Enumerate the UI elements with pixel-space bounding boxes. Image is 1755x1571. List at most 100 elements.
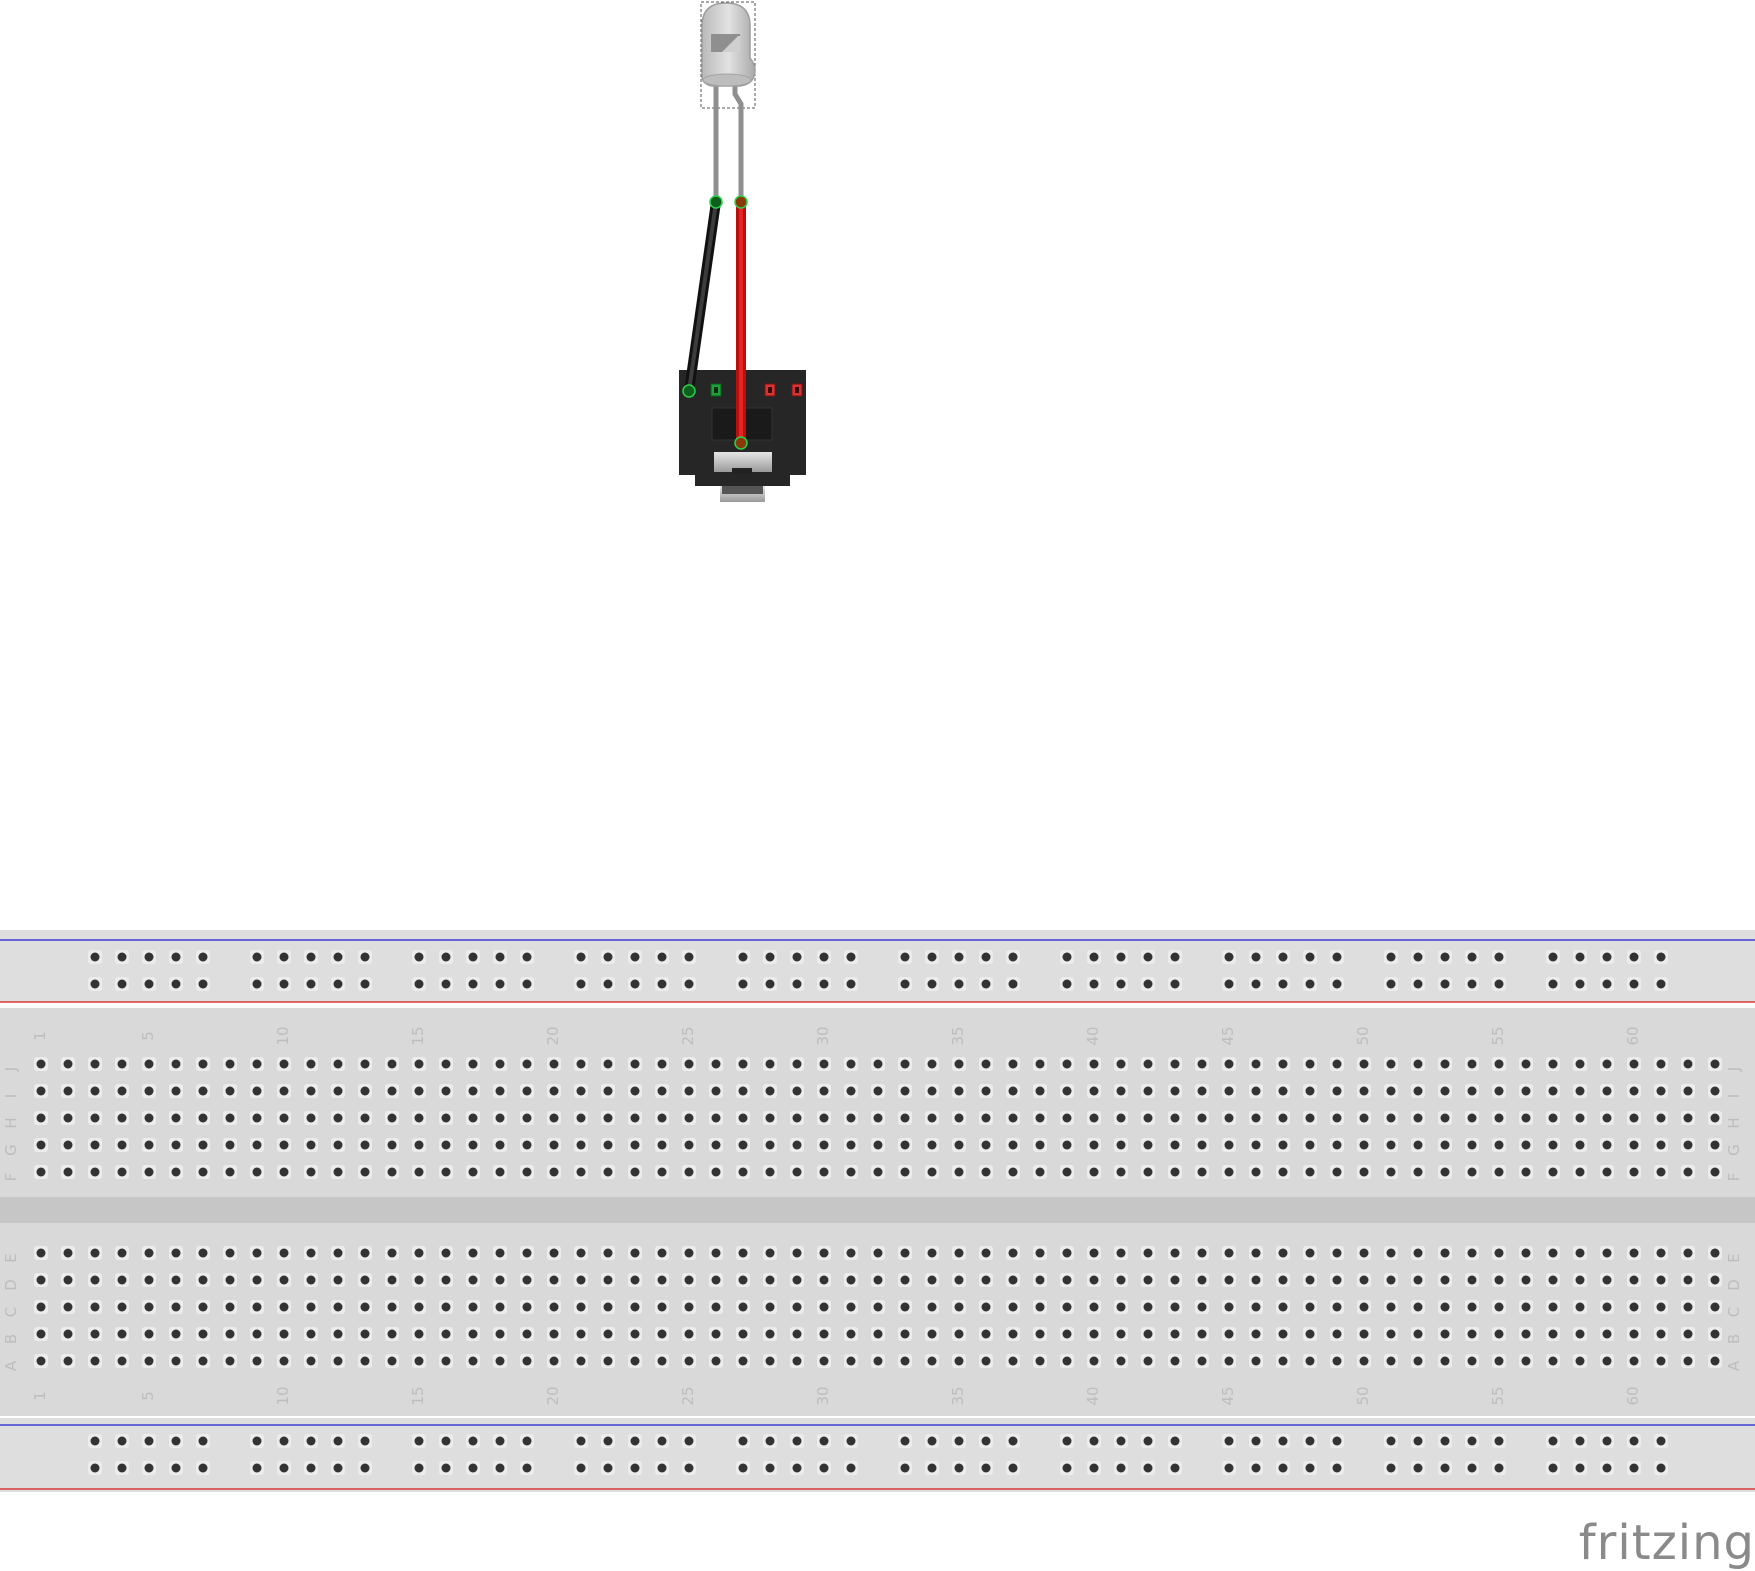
hole-E59[interactable] — [1600, 1246, 1614, 1260]
hole-D54[interactable] — [1465, 1273, 1479, 1287]
top-rail-hole-0-26[interactable] — [898, 950, 912, 964]
bottom-rail-hole-1-20[interactable] — [682, 1461, 696, 1475]
hole-E13[interactable] — [358, 1246, 372, 1260]
hole-D30[interactable] — [817, 1273, 831, 1287]
bottom-rail-hole-1-32[interactable] — [1087, 1461, 1101, 1475]
bottom-rail-hole-0-22[interactable] — [763, 1434, 777, 1448]
hole-I51[interactable] — [1384, 1084, 1398, 1098]
hole-J29[interactable] — [790, 1057, 804, 1071]
bottom-rail-hole-1-34[interactable] — [1141, 1461, 1155, 1475]
bottom-rail-hole-1-48[interactable] — [1600, 1461, 1614, 1475]
hole-E16[interactable] — [439, 1246, 453, 1260]
hole-F17[interactable] — [466, 1165, 480, 1179]
hole-E53[interactable] — [1438, 1246, 1452, 1260]
hole-I39[interactable] — [1060, 1084, 1074, 1098]
hole-J1[interactable] — [34, 1057, 48, 1071]
top-rail-hole-0-14[interactable] — [493, 950, 507, 964]
hole-H6[interactable] — [169, 1111, 183, 1125]
hole-B58[interactable] — [1573, 1327, 1587, 1341]
hole-F16[interactable] — [439, 1165, 453, 1179]
hole-F9[interactable] — [250, 1165, 264, 1179]
hole-B1[interactable] — [34, 1327, 48, 1341]
hole-F53[interactable] — [1438, 1165, 1452, 1179]
hole-E40[interactable] — [1087, 1246, 1101, 1260]
hole-I6[interactable] — [169, 1084, 183, 1098]
hole-A17[interactable] — [466, 1354, 480, 1368]
hole-F42[interactable] — [1141, 1165, 1155, 1179]
hole-D61[interactable] — [1654, 1273, 1668, 1287]
hole-C59[interactable] — [1600, 1300, 1614, 1314]
hole-J27[interactable] — [736, 1057, 750, 1071]
hole-E12[interactable] — [331, 1246, 345, 1260]
hole-C13[interactable] — [358, 1300, 372, 1314]
hole-G55[interactable] — [1492, 1138, 1506, 1152]
hole-I44[interactable] — [1195, 1084, 1209, 1098]
hole-D11[interactable] — [304, 1273, 318, 1287]
hole-A11[interactable] — [304, 1354, 318, 1368]
hole-F18[interactable] — [493, 1165, 507, 1179]
hole-F13[interactable] — [358, 1165, 372, 1179]
top-rail-hole-1-26[interactable] — [898, 977, 912, 991]
bottom-rail-hole-1-21[interactable] — [736, 1461, 750, 1475]
hole-A40[interactable] — [1087, 1354, 1101, 1368]
hole-C39[interactable] — [1060, 1300, 1074, 1314]
hole-J37[interactable] — [1006, 1057, 1020, 1071]
hole-G17[interactable] — [466, 1138, 480, 1152]
hole-A33[interactable] — [898, 1354, 912, 1368]
hole-H29[interactable] — [790, 1111, 804, 1125]
hole-F35[interactable] — [952, 1165, 966, 1179]
hole-H15[interactable] — [412, 1111, 426, 1125]
hole-F37[interactable] — [1006, 1165, 1020, 1179]
hole-D42[interactable] — [1141, 1273, 1155, 1287]
hole-E20[interactable] — [547, 1246, 561, 1260]
hole-H55[interactable] — [1492, 1111, 1506, 1125]
bottom-rail-hole-1-40[interactable] — [1330, 1461, 1344, 1475]
hole-G37[interactable] — [1006, 1138, 1020, 1152]
hole-A48[interactable] — [1303, 1354, 1317, 1368]
hole-H11[interactable] — [304, 1111, 318, 1125]
hole-E31[interactable] — [844, 1246, 858, 1260]
hole-E42[interactable] — [1141, 1246, 1155, 1260]
hole-I63[interactable] — [1708, 1084, 1722, 1098]
hole-I14[interactable] — [385, 1084, 399, 1098]
top-rail-hole-1-33[interactable] — [1114, 977, 1128, 991]
hole-D48[interactable] — [1303, 1273, 1317, 1287]
bottom-rail-hole-0-20[interactable] — [682, 1434, 696, 1448]
hole-H59[interactable] — [1600, 1111, 1614, 1125]
hole-C54[interactable] — [1465, 1300, 1479, 1314]
top-rail-hole-0-3[interactable] — [142, 950, 156, 964]
hole-G30[interactable] — [817, 1138, 831, 1152]
hole-A13[interactable] — [358, 1354, 372, 1368]
hole-A22[interactable] — [601, 1354, 615, 1368]
hole-G22[interactable] — [601, 1138, 615, 1152]
bottom-rail-hole-0-43[interactable] — [1438, 1434, 1452, 1448]
hole-A36[interactable] — [979, 1354, 993, 1368]
hole-B57[interactable] — [1546, 1327, 1560, 1341]
hole-A4[interactable] — [115, 1354, 129, 1368]
top-rail-hole-0-48[interactable] — [1600, 950, 1614, 964]
top-rail-hole-0-27[interactable] — [925, 950, 939, 964]
hole-F58[interactable] — [1573, 1165, 1587, 1179]
top-rail-hole-1-29[interactable] — [979, 977, 993, 991]
hole-I53[interactable] — [1438, 1084, 1452, 1098]
top-rail-hole-0-10[interactable] — [358, 950, 372, 964]
hole-E57[interactable] — [1546, 1246, 1560, 1260]
hole-I15[interactable] — [412, 1084, 426, 1098]
bottom-rail-hole-0-24[interactable] — [817, 1434, 831, 1448]
hole-J49[interactable] — [1330, 1057, 1344, 1071]
top-rail-hole-1-40[interactable] — [1330, 977, 1344, 991]
hole-D27[interactable] — [736, 1273, 750, 1287]
hole-D5[interactable] — [142, 1273, 156, 1287]
hole-F46[interactable] — [1249, 1165, 1263, 1179]
hole-I55[interactable] — [1492, 1084, 1506, 1098]
hole-B26[interactable] — [709, 1327, 723, 1341]
hole-E61[interactable] — [1654, 1246, 1668, 1260]
hole-C53[interactable] — [1438, 1300, 1452, 1314]
hole-C51[interactable] — [1384, 1300, 1398, 1314]
bottom-rail-hole-0-10[interactable] — [358, 1434, 372, 1448]
bottom-rail-hole-1-10[interactable] — [358, 1461, 372, 1475]
hole-J36[interactable] — [979, 1057, 993, 1071]
hole-E3[interactable] — [88, 1246, 102, 1260]
hole-A25[interactable] — [682, 1354, 696, 1368]
hole-E58[interactable] — [1573, 1246, 1587, 1260]
